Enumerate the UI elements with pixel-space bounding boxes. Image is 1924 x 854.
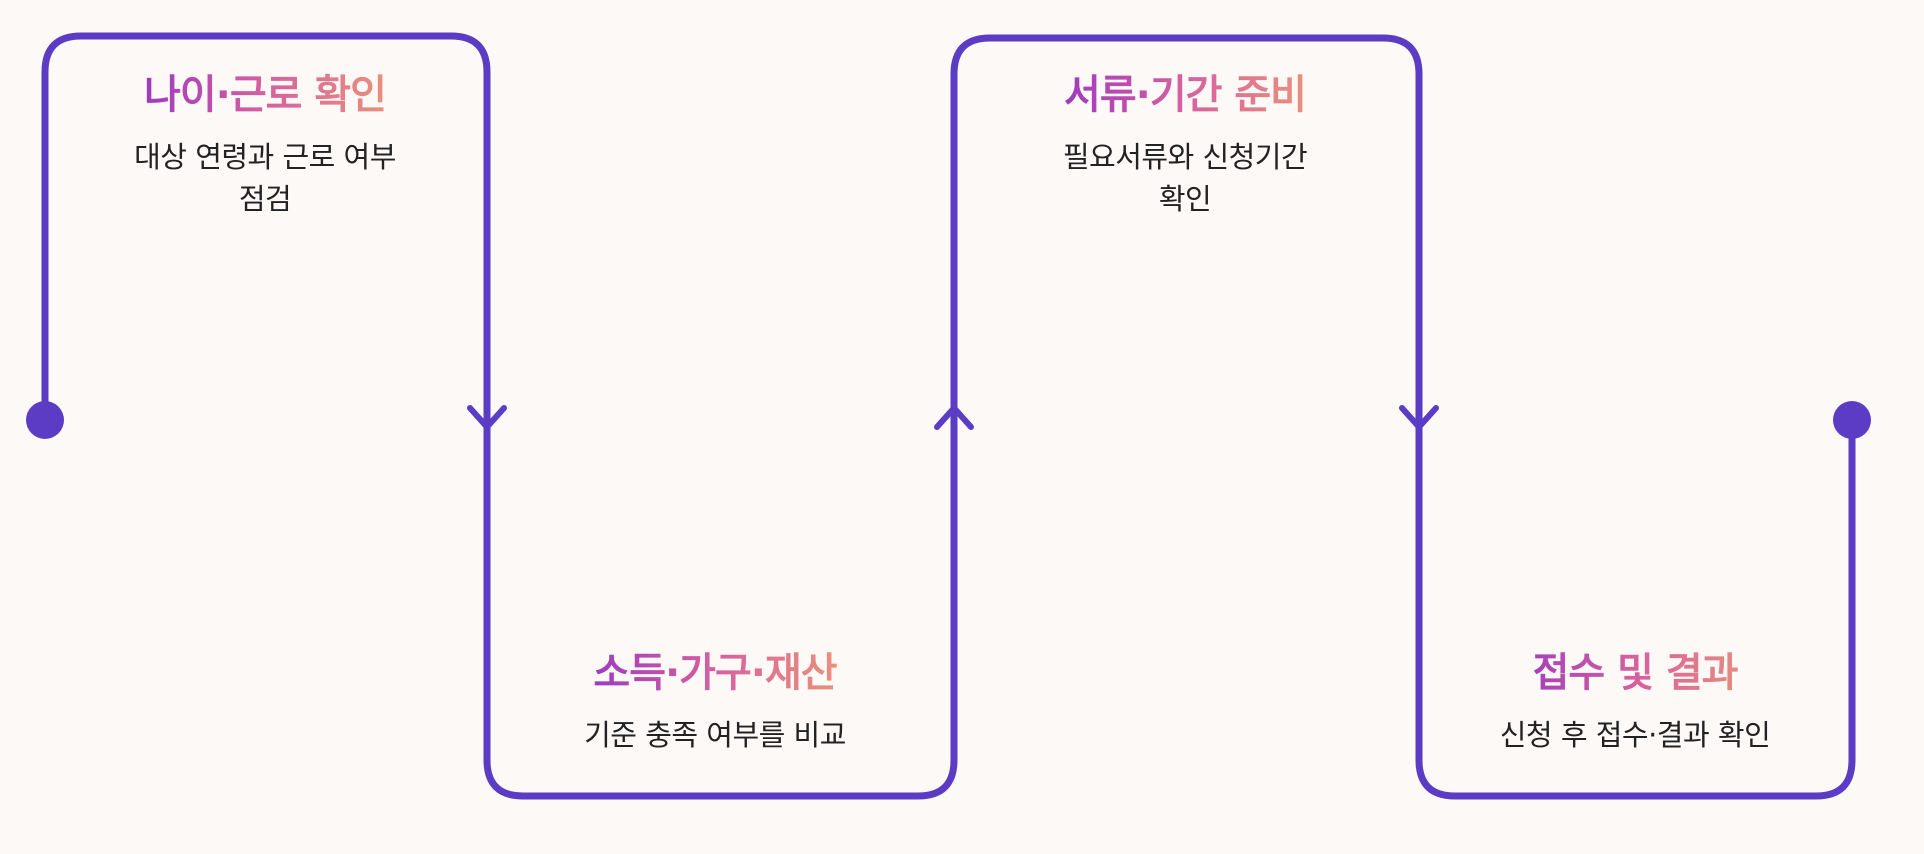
- step-title: 서류·기간 준비: [1025, 70, 1345, 120]
- step-description: 신청 후 접수·결과 확인: [1499, 718, 1771, 752]
- step-title: 접수 및 결과: [1475, 648, 1795, 698]
- step-description: 대상 연령과 근로 여부 점검: [134, 140, 396, 216]
- step-description: 기준 충족 여부를 비교: [584, 718, 846, 752]
- step-title: 소득·가구·재산: [555, 648, 875, 698]
- step-documents-period: 서류·기간 준비 필요서류와 신청기간 확인: [1025, 70, 1345, 220]
- step-title: 나이·근로 확인: [105, 70, 425, 120]
- step-age-work-check: 나이·근로 확인 대상 연령과 근로 여부 점검: [105, 70, 425, 220]
- step-description: 필요서류와 신청기간 확인: [1062, 140, 1308, 216]
- step-submission-result: 접수 및 결과 신청 후 접수·결과 확인: [1475, 648, 1795, 756]
- step-income-household-assets: 소득·가구·재산 기준 충족 여부를 비교: [555, 648, 875, 756]
- arrow-down-icon: [1399, 405, 1439, 430]
- start-dot: [26, 401, 64, 439]
- arrow-down-icon: [467, 405, 507, 430]
- flow-line: [41, 32, 1856, 800]
- end-dot: [1833, 401, 1871, 439]
- arrow-up-icon: [934, 405, 974, 430]
